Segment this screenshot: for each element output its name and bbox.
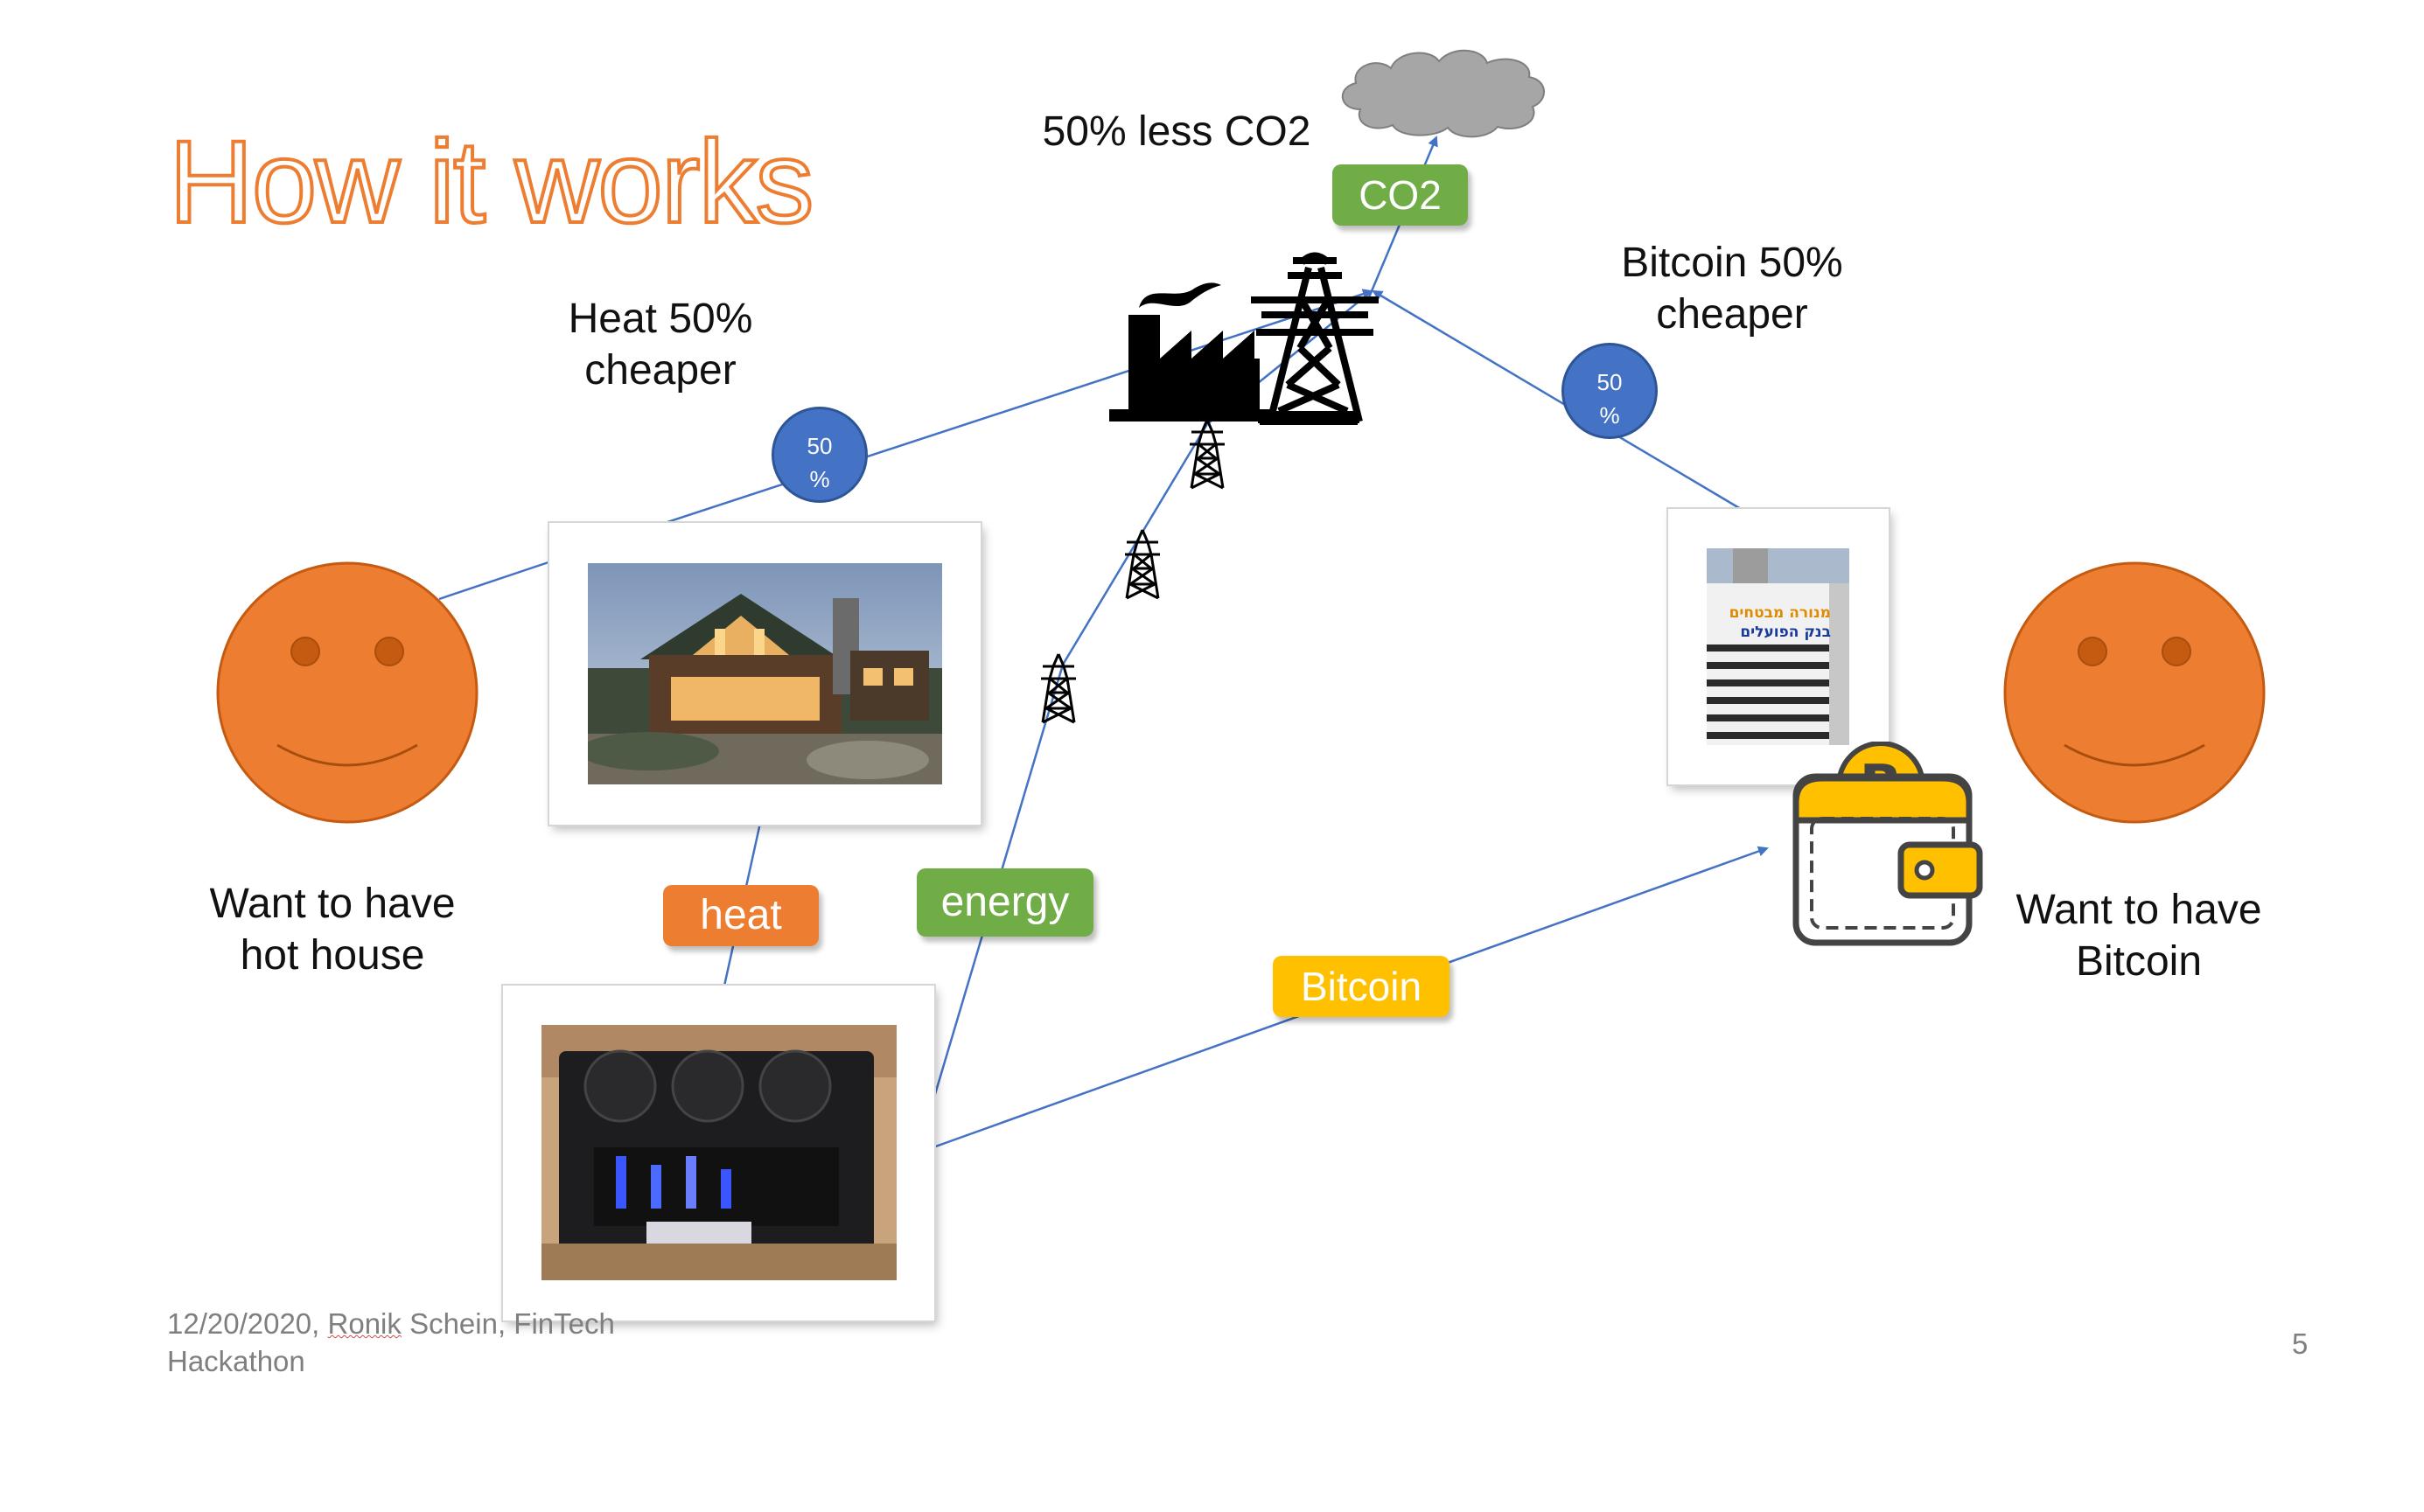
bitcoin-caption-line1: Bitcoin 50% bbox=[1621, 240, 1843, 286]
page-number: 5 bbox=[2292, 1327, 2309, 1360]
mining-rig-photo-frame bbox=[503, 986, 934, 1320]
co2-caption: 50% less CO2 bbox=[1042, 108, 1311, 155]
heat-discount-badge: 50 % bbox=[772, 407, 868, 503]
house-photo-frame bbox=[549, 523, 981, 825]
power-pylon-icon bbox=[1251, 252, 1379, 425]
bank-photo-frame: מנורה מבטחים בנק הפועלים bbox=[1668, 509, 1889, 784]
heat-caption-line2: cheaper bbox=[584, 346, 737, 394]
heat-discount-value: 50 bbox=[807, 433, 833, 459]
power-pylon-icon bbox=[1039, 652, 1078, 724]
bitcoin-discount-badge: 50 % bbox=[1561, 343, 1658, 439]
connector-face-house bbox=[438, 561, 549, 601]
house-image bbox=[588, 563, 942, 784]
energy-tag: energy bbox=[917, 868, 1093, 937]
footer-line2: Hackathon bbox=[167, 1344, 305, 1377]
heat-tag: heat bbox=[663, 885, 819, 946]
footer-author-first: Ronik bbox=[327, 1307, 402, 1340]
smiley-face-icon bbox=[216, 561, 479, 824]
co2-tag: CO2 bbox=[1332, 164, 1468, 226]
smiley-face-icon bbox=[2003, 561, 2266, 824]
right-person-caption: Want to have Bitcoin bbox=[1994, 885, 2283, 987]
bank-sign-line2: בנק הפועלים bbox=[1740, 624, 1831, 641]
left-person-caption-line2: hot house bbox=[240, 931, 425, 979]
factory-icon bbox=[1109, 282, 1270, 422]
mining-rig-photo bbox=[541, 1025, 897, 1280]
bitcoin-discount-unit: % bbox=[1599, 401, 1620, 429]
left-person-caption-line1: Want to have bbox=[209, 881, 456, 927]
bitcoin-discount-value: 50 bbox=[1596, 369, 1623, 395]
right-person-caption-line2: Bitcoin bbox=[2075, 937, 2203, 985]
bitcoin-wallet-icon: B bbox=[1792, 742, 1983, 946]
power-pylon-icon bbox=[1188, 418, 1226, 490]
right-person-caption-line1: Want to have bbox=[2015, 887, 2262, 933]
bank-sign-line1: מנורה מבטחים bbox=[1729, 604, 1831, 622]
slide-title: How it works bbox=[167, 117, 815, 247]
power-pylon-icon bbox=[1123, 528, 1162, 600]
house-photo bbox=[588, 563, 942, 784]
bitcoin-caption-line2: cheaper bbox=[1656, 290, 1808, 338]
footer: 12/20/2020, Ronik Schein, FinTech Hackat… bbox=[167, 1306, 615, 1381]
footer-rest: Schein, FinTech bbox=[409, 1307, 615, 1340]
footer-date: 12/20/2020, bbox=[167, 1307, 320, 1340]
bank-building-image bbox=[1707, 548, 1849, 745]
heat-caption-line1: Heat 50% bbox=[568, 296, 753, 342]
cloud-icon bbox=[1341, 49, 1545, 138]
bitcoin-tag: Bitcoin bbox=[1273, 956, 1450, 1017]
heat-discount-unit: % bbox=[809, 465, 830, 492]
heat-caption: Heat 50% cheaper bbox=[534, 294, 787, 396]
mining-rig-image bbox=[541, 1025, 897, 1280]
footer-line1: 12/20/2020, Ronik Schein, FinTech bbox=[167, 1306, 615, 1343]
left-person-caption: Want to have hot house bbox=[188, 879, 477, 981]
bank-photo: מנורה מבטחים בנק הפועלים bbox=[1707, 548, 1849, 745]
bitcoin-caption: Bitcoin 50% cheaper bbox=[1601, 238, 1863, 340]
connector-bank-factory bbox=[1372, 289, 1742, 511]
